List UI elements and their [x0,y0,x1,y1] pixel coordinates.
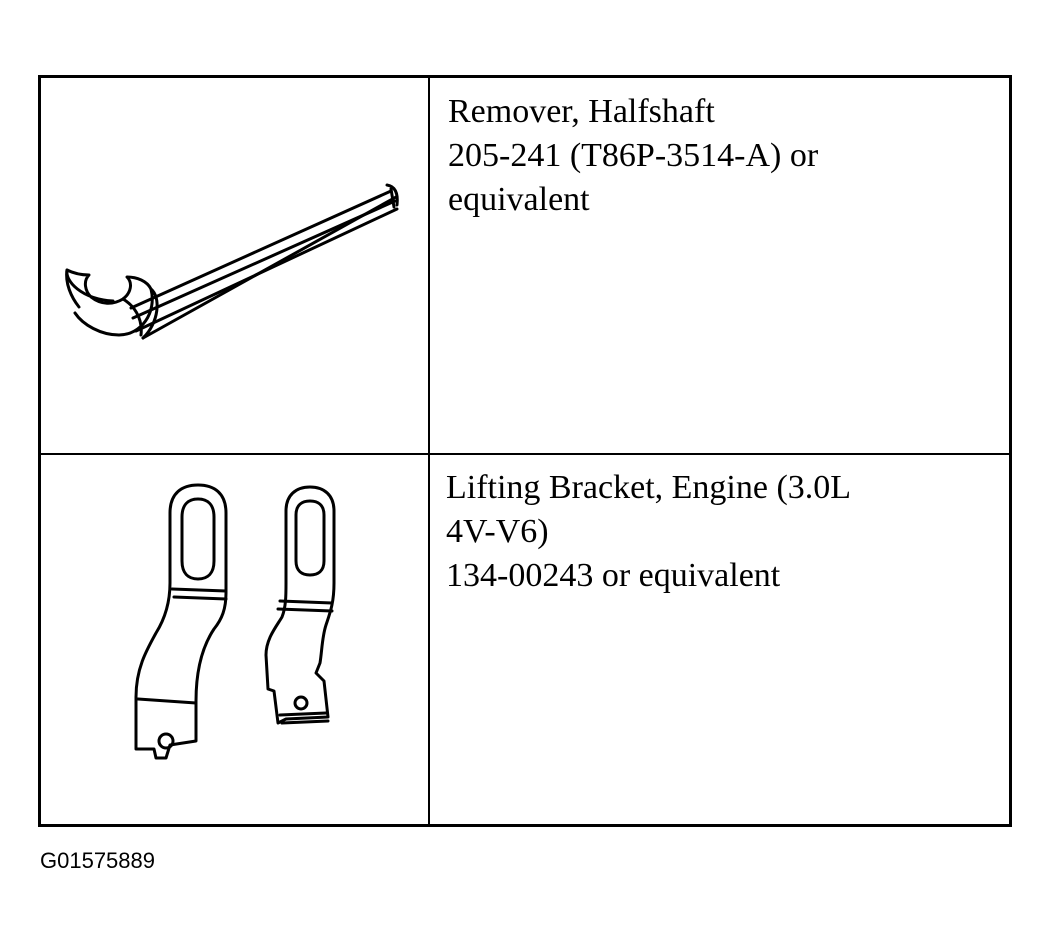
tool-line: 4V-V6) [446,513,549,550]
tool-table: Remover, Halfshaft 205-241 (T86P-3514-A)… [38,75,1012,827]
column-divider [428,78,430,824]
tool-line: 205-241 (T86P-3514-A) or [448,137,819,174]
tool-line: 134-00243 or equivalent [446,557,781,594]
tool-line: Lifting Bracket, Engine (3.0L [446,469,852,506]
tool-line: equivalent [448,181,590,218]
row-divider [41,453,1009,455]
figure-id: G01575889 [40,848,155,873]
tool-line: Remover, Halfshaft [448,93,715,130]
halfshaft-remover-wrench-icon [65,183,399,340]
tool-description-halfshaft-remover: Remover, Halfshaft 205-241 (T86P-3514-A)… [448,90,818,222]
engine-lifting-bracket-icon [134,483,336,760]
tool-description-lifting-bracket: Lifting Bracket, Engine (3.0L 4V-V6) 134… [446,466,851,598]
